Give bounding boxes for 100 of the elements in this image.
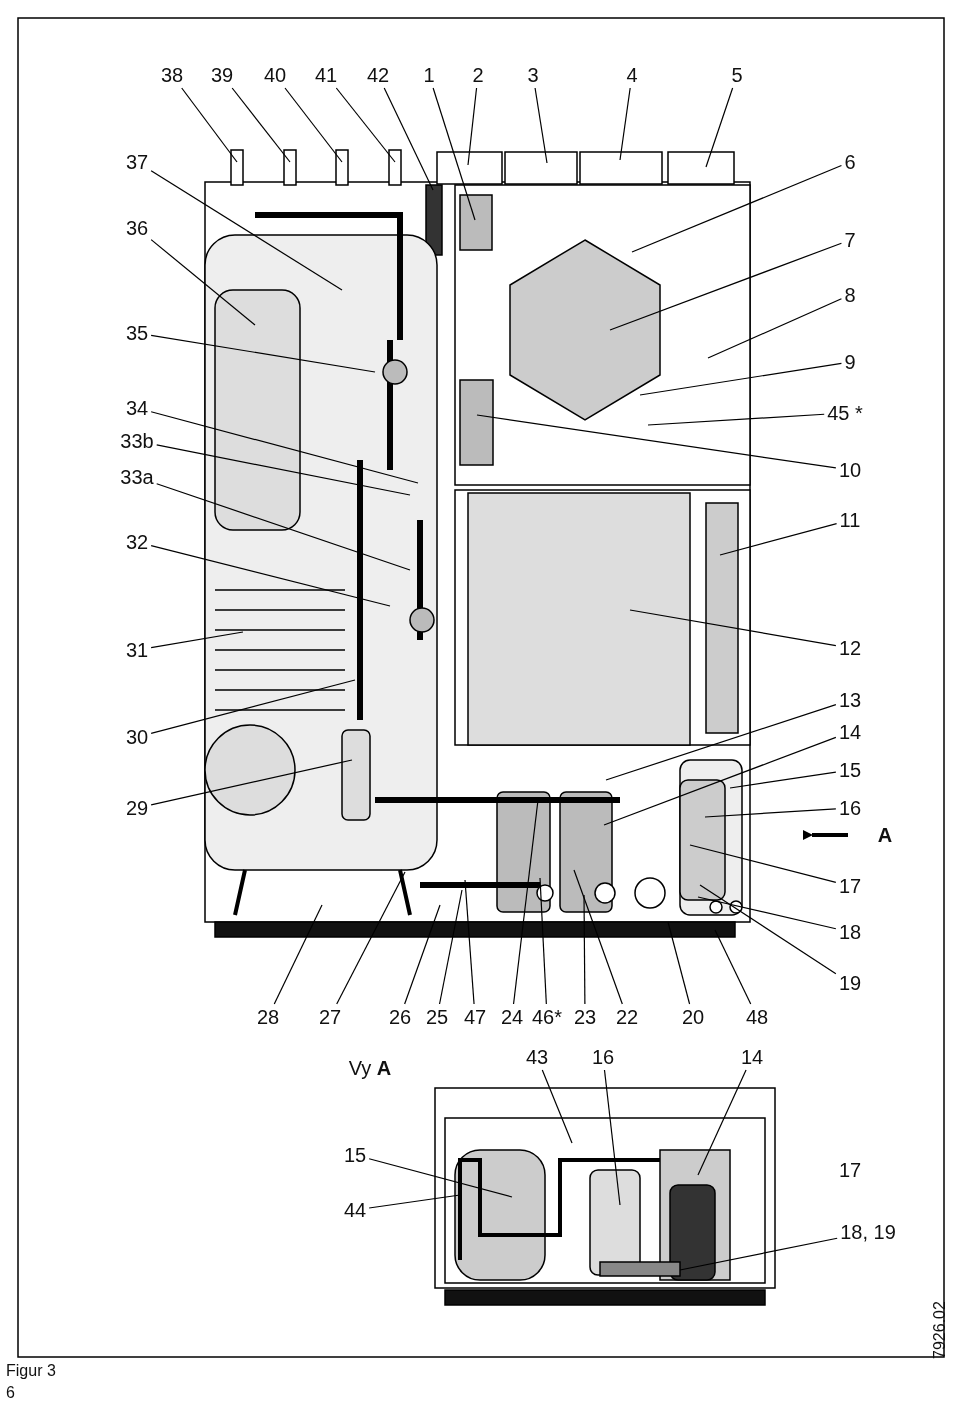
callout-number: 16 <box>590 1046 616 1068</box>
leader-line <box>150 239 256 326</box>
callout-number: 33a <box>119 466 155 488</box>
leader-line <box>729 771 837 789</box>
view-caption: Vy A <box>348 1057 392 1079</box>
callout-number: 31 <box>124 639 150 661</box>
callout-number: 36 <box>124 217 150 239</box>
callout-number: 5 <box>730 64 744 86</box>
callout-number: 34 <box>124 397 150 419</box>
callout-number: 37 <box>124 151 150 173</box>
callout-number: 6 <box>843 151 857 173</box>
callout-number: 48 <box>744 1006 770 1028</box>
page-number: 6 <box>6 1383 15 1403</box>
callout-number: 19 <box>837 972 863 994</box>
leader-line <box>699 884 837 975</box>
callout-number: 23 <box>572 1006 598 1028</box>
callout-number: 24 <box>499 1006 525 1028</box>
leader-line <box>150 334 376 373</box>
leader-line <box>707 298 843 359</box>
figure-label: Figur 3 <box>6 1361 56 1381</box>
callout-number: 30 <box>124 726 150 748</box>
callout-number: 20 <box>680 1006 706 1028</box>
leader-line <box>467 87 478 166</box>
leader-line <box>583 894 586 1005</box>
leader-line <box>336 871 406 1005</box>
callout-number: 22 <box>614 1006 640 1028</box>
callout-number: 32 <box>124 531 150 553</box>
callout-number: 42 <box>365 64 391 86</box>
leader-line <box>404 904 441 1005</box>
leader-line <box>697 1069 747 1176</box>
callout-number: 38 <box>159 64 185 86</box>
leader-line <box>335 87 396 163</box>
callout-number: 9 <box>843 351 857 373</box>
leader-line <box>647 413 825 426</box>
leader-line <box>156 444 411 496</box>
callout-number: 17 <box>838 1159 862 1181</box>
leader-line <box>150 170 343 291</box>
callout-number: 14 <box>739 1046 765 1068</box>
callout-number: 41 <box>313 64 339 86</box>
callout-number: 13 <box>837 689 863 711</box>
callout-number: 39 <box>209 64 235 86</box>
view-letter: A <box>877 824 893 846</box>
leader-line <box>629 609 837 647</box>
leader-line <box>464 879 475 1005</box>
leader-line <box>231 87 291 163</box>
callout-number: 43 <box>524 1046 550 1068</box>
leader-line <box>476 414 837 469</box>
leader-line <box>714 929 752 1005</box>
leader-line <box>541 1069 573 1144</box>
leader-line <box>150 679 356 734</box>
callout-number: 15 <box>342 1144 368 1166</box>
callout-number: 47 <box>462 1006 488 1028</box>
callout-number: 35 <box>124 322 150 344</box>
callout-number: 18 <box>837 921 863 943</box>
callout-number: 8 <box>843 284 857 306</box>
leader-line <box>697 896 837 930</box>
leader-line <box>689 844 837 883</box>
callout-number: 28 <box>255 1006 281 1028</box>
leader-line <box>150 544 391 607</box>
leader-line <box>150 411 419 484</box>
callout-number: 45 * <box>826 402 864 424</box>
leader-line <box>150 759 353 806</box>
callout-number: 7 <box>843 229 857 251</box>
leader-line <box>539 877 547 1005</box>
leader-line <box>704 808 837 818</box>
callout-number: 2 <box>471 64 485 86</box>
callout-number: 27 <box>317 1006 343 1028</box>
leader-line <box>605 704 837 781</box>
leader-line <box>432 87 476 221</box>
callout-number: 15 <box>837 759 863 781</box>
callout-number: 25 <box>424 1006 450 1028</box>
leader-line <box>679 1237 838 1271</box>
callout-number: 4 <box>625 64 639 86</box>
callout-number: 14 <box>837 721 863 743</box>
callout-number: 11 <box>838 509 862 531</box>
leader-line <box>368 1194 461 1209</box>
leader-line <box>719 523 838 556</box>
leader-line <box>639 362 843 396</box>
callout-number: 40 <box>262 64 288 86</box>
leader-line <box>609 242 843 331</box>
leader-line <box>150 631 244 649</box>
callout-number: 18, 19 <box>839 1221 897 1243</box>
leader-line <box>284 87 343 163</box>
leader-line <box>619 87 631 161</box>
callout-number: 17 <box>837 875 863 897</box>
callout-number: 26 <box>387 1006 413 1028</box>
leader-line <box>534 87 548 164</box>
leader-line <box>667 921 691 1005</box>
leader-line <box>603 736 837 826</box>
leader-line <box>573 869 623 1005</box>
leader-line <box>181 87 238 163</box>
leader-line <box>273 904 323 1005</box>
callout-number: 33b <box>119 430 155 452</box>
callout-number: 3 <box>526 64 540 86</box>
leader-line <box>368 1158 513 1198</box>
leader-line <box>705 87 734 168</box>
callout-number: 16 <box>837 797 863 819</box>
callout-number: 46* <box>531 1006 563 1028</box>
callout-number: 44 <box>342 1199 368 1221</box>
callout-number: 10 <box>837 459 863 481</box>
